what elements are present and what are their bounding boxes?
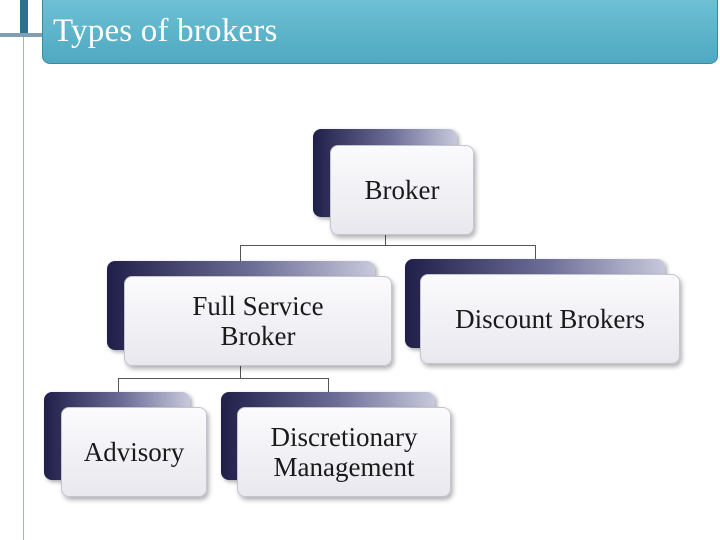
advisory-node: Advisory [61, 407, 207, 497]
broker-node: Broker [330, 145, 474, 235]
connector-to-advisory [118, 378, 119, 392]
connector-full-service-stem [240, 366, 241, 378]
left-accent-line [23, 36, 24, 540]
left-accent-bar [20, 0, 28, 36]
connector-to-discretionary [328, 378, 329, 392]
title-bar: Types of brokers [42, 0, 718, 64]
connector-root-stem [385, 235, 386, 245]
full-service-broker-node: Full Service Broker [124, 276, 392, 366]
discretionary-management-node: Discretionary Management [237, 407, 451, 497]
title-accent-stub [0, 33, 44, 37]
slide-title: Types of brokers [53, 13, 278, 49]
discount-brokers-node: Discount Brokers [420, 274, 680, 364]
connector-to-discount [535, 245, 536, 261]
connector-level1-bar [240, 245, 536, 246]
connector-to-full-service [240, 245, 241, 261]
connector-level2-bar [118, 378, 329, 379]
